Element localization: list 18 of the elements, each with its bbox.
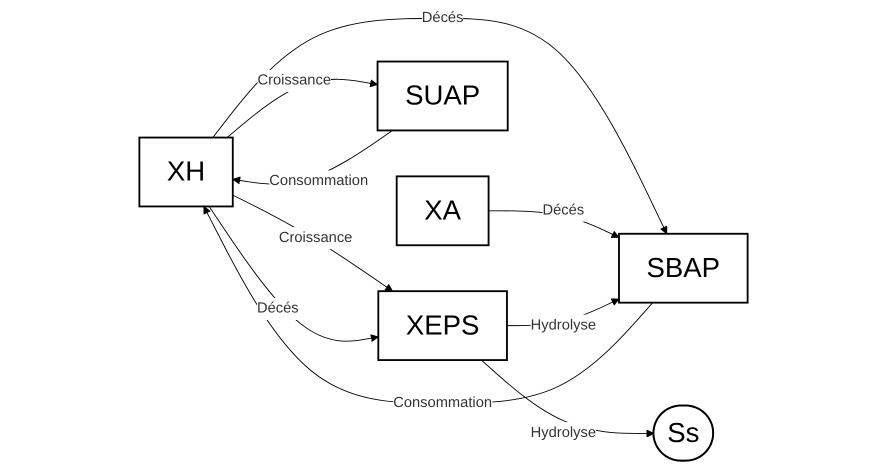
edge-label: Consommation <box>269 173 368 189</box>
edge-label: Croissance <box>278 230 352 246</box>
node-box: SUAP <box>376 60 509 132</box>
node-box: XA <box>396 175 490 246</box>
edge-label: Hydrolyse <box>530 317 596 333</box>
edge-label: Consommation <box>393 394 492 411</box>
node-box: XH <box>138 136 234 208</box>
edge-label: Hydrolyse <box>530 424 596 440</box>
arrow <box>208 206 379 342</box>
edge-label: Décés <box>422 10 464 26</box>
arrow <box>232 194 393 292</box>
edge-label: Décés <box>256 300 299 316</box>
node-box: SBAP <box>618 232 749 304</box>
arrow <box>212 18 668 234</box>
node-box: XEPS <box>377 290 508 361</box>
arrow <box>203 206 654 404</box>
edge-label: Croissance <box>257 72 331 88</box>
edge-label: Décés <box>542 202 584 218</box>
